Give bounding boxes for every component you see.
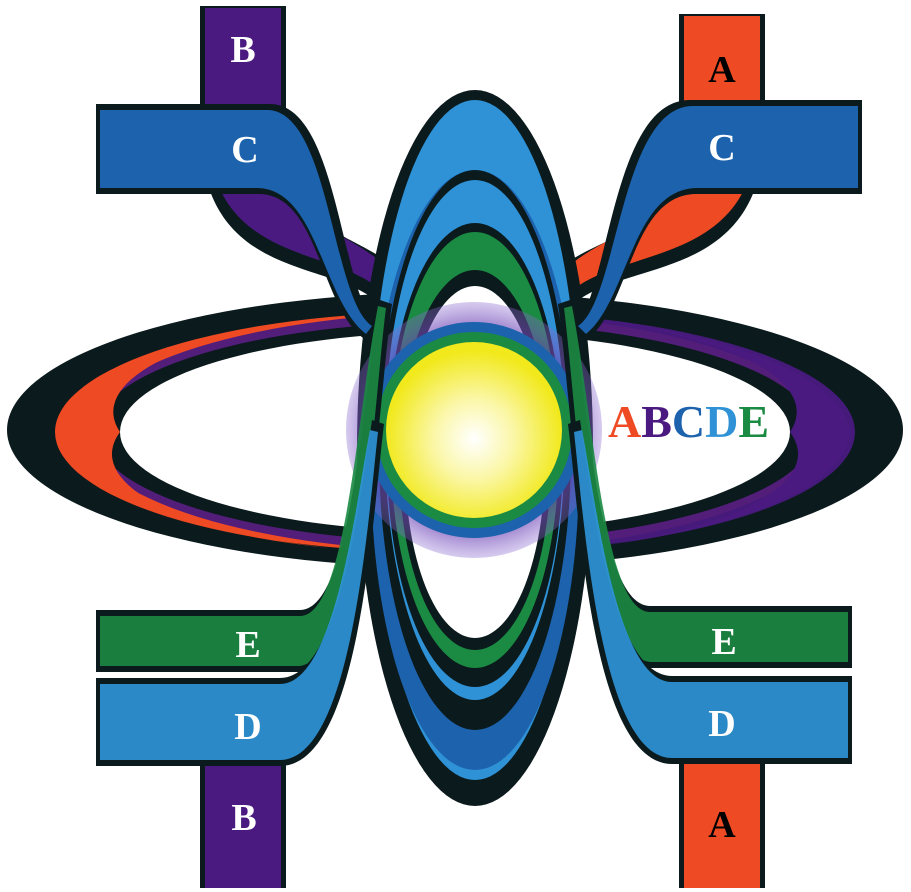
- label-A-bottom: A: [708, 804, 736, 846]
- label-B-bottom: B: [231, 797, 256, 839]
- legend-letter-D: D: [705, 396, 738, 447]
- label-B-top: B: [230, 29, 255, 71]
- label-D-left: D: [234, 706, 261, 748]
- legend-letter-B: B: [641, 396, 672, 447]
- legend-letters: ABCDE: [608, 396, 769, 447]
- label-E-left: E: [235, 624, 260, 666]
- label-A-top: A: [708, 49, 736, 91]
- label-D-right: D: [708, 703, 735, 745]
- label-E-right: E: [711, 621, 736, 663]
- legend-letter-C: C: [672, 396, 705, 447]
- label-C-right: C: [708, 127, 735, 169]
- label-C-left: C: [231, 129, 258, 171]
- legend-letter-A: A: [608, 396, 641, 447]
- legend-letter-E: E: [738, 396, 769, 447]
